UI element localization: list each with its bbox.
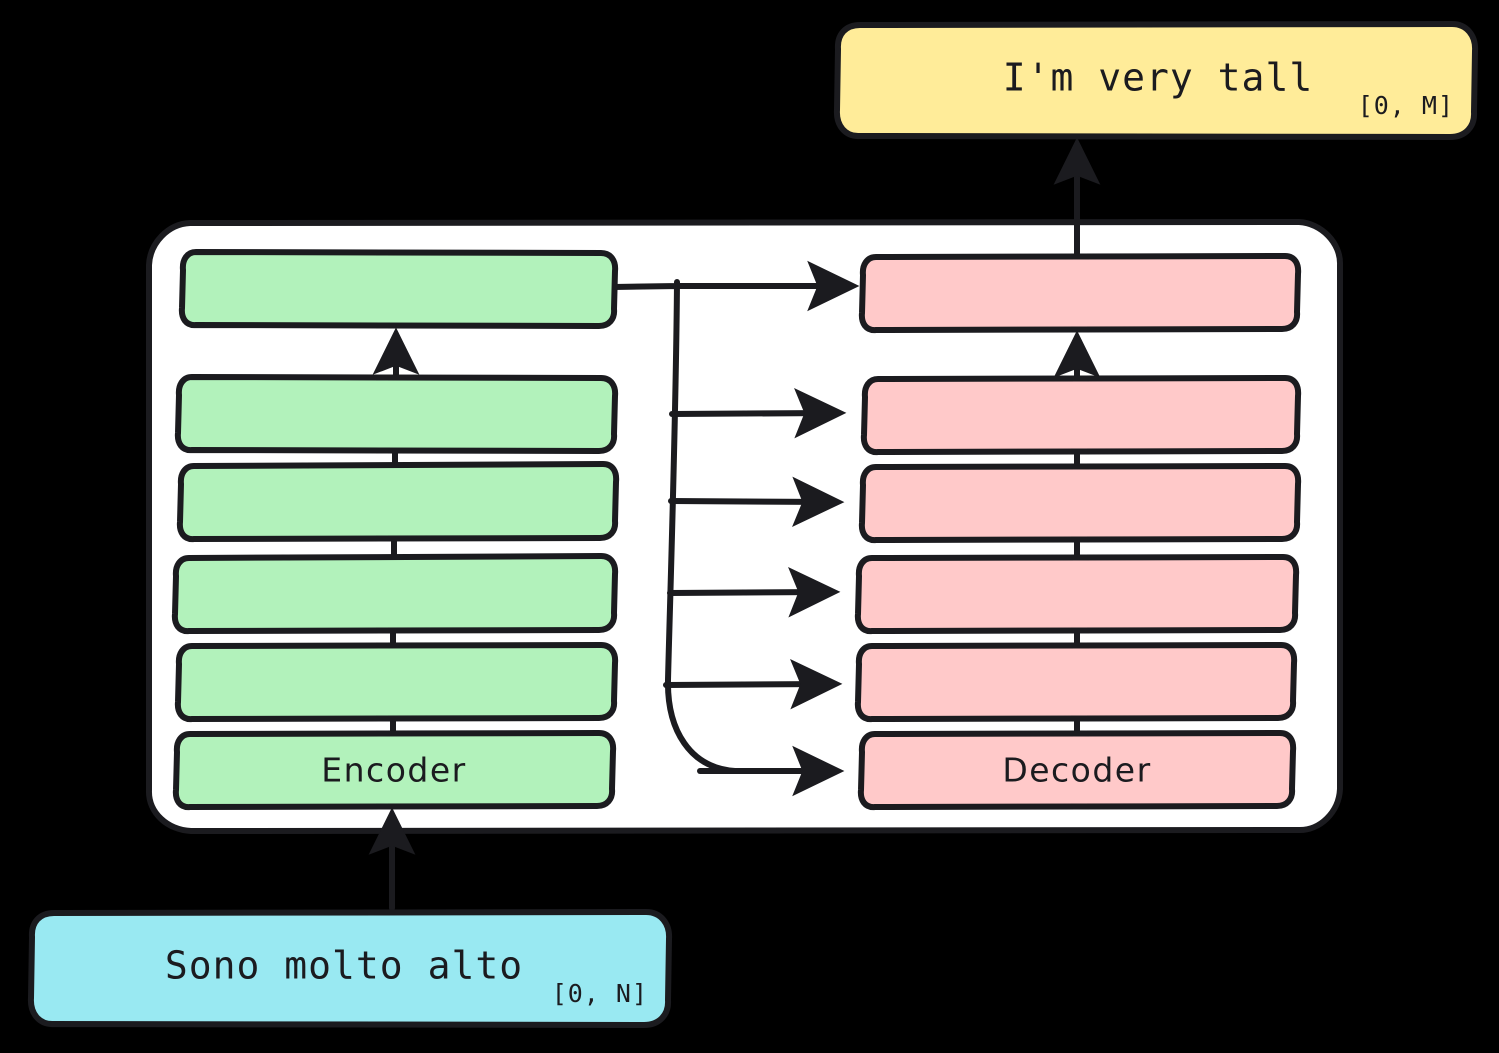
encoder-layer-2[interactable] [174,642,619,723]
output-sentence-box[interactable]: I'm very tall [0, M] [833,21,1479,140]
cross-attention-trunk [611,279,738,774]
decoder-layer-3[interactable] [854,554,1300,635]
encoder-layer-5[interactable] [174,374,619,454]
decoder-label: Decoder [1002,751,1151,790]
encoder-layer-6[interactable] [178,249,619,329]
cross-attention-branch-3 [667,567,841,618]
encoder-layer-3[interactable] [171,553,619,635]
cross-attention-branch-4 [668,476,845,527]
encoder-label: Encoder [321,751,466,790]
input-range-label: [0, N] [552,979,648,1008]
decoder-stack: Decoder [854,253,1302,811]
cross-attention-branch-2 [663,659,843,710]
connector-layer [368,137,1101,911]
encoder-layer-1[interactable] [172,730,617,811]
cross-attention-branch-5 [669,388,847,439]
output-sentence-text: I'm very tall [1003,56,1313,100]
decoder-layer-2[interactable] [854,642,1298,723]
encoder-stack: Encoder [171,249,620,811]
input-sentence-text: Sono molto alto [165,944,523,988]
encoder-layer-4[interactable] [176,461,620,543]
input-sentence-box[interactable]: Sono molto alto [0, N] [27,909,673,1028]
decoder-layer-6[interactable] [858,253,1302,334]
decoder-layer-4[interactable] [858,463,1302,544]
decoder-layer-5[interactable] [860,375,1302,456]
decoder-layer-1[interactable] [857,730,1297,811]
output-range-label: [0, M] [1358,91,1454,120]
